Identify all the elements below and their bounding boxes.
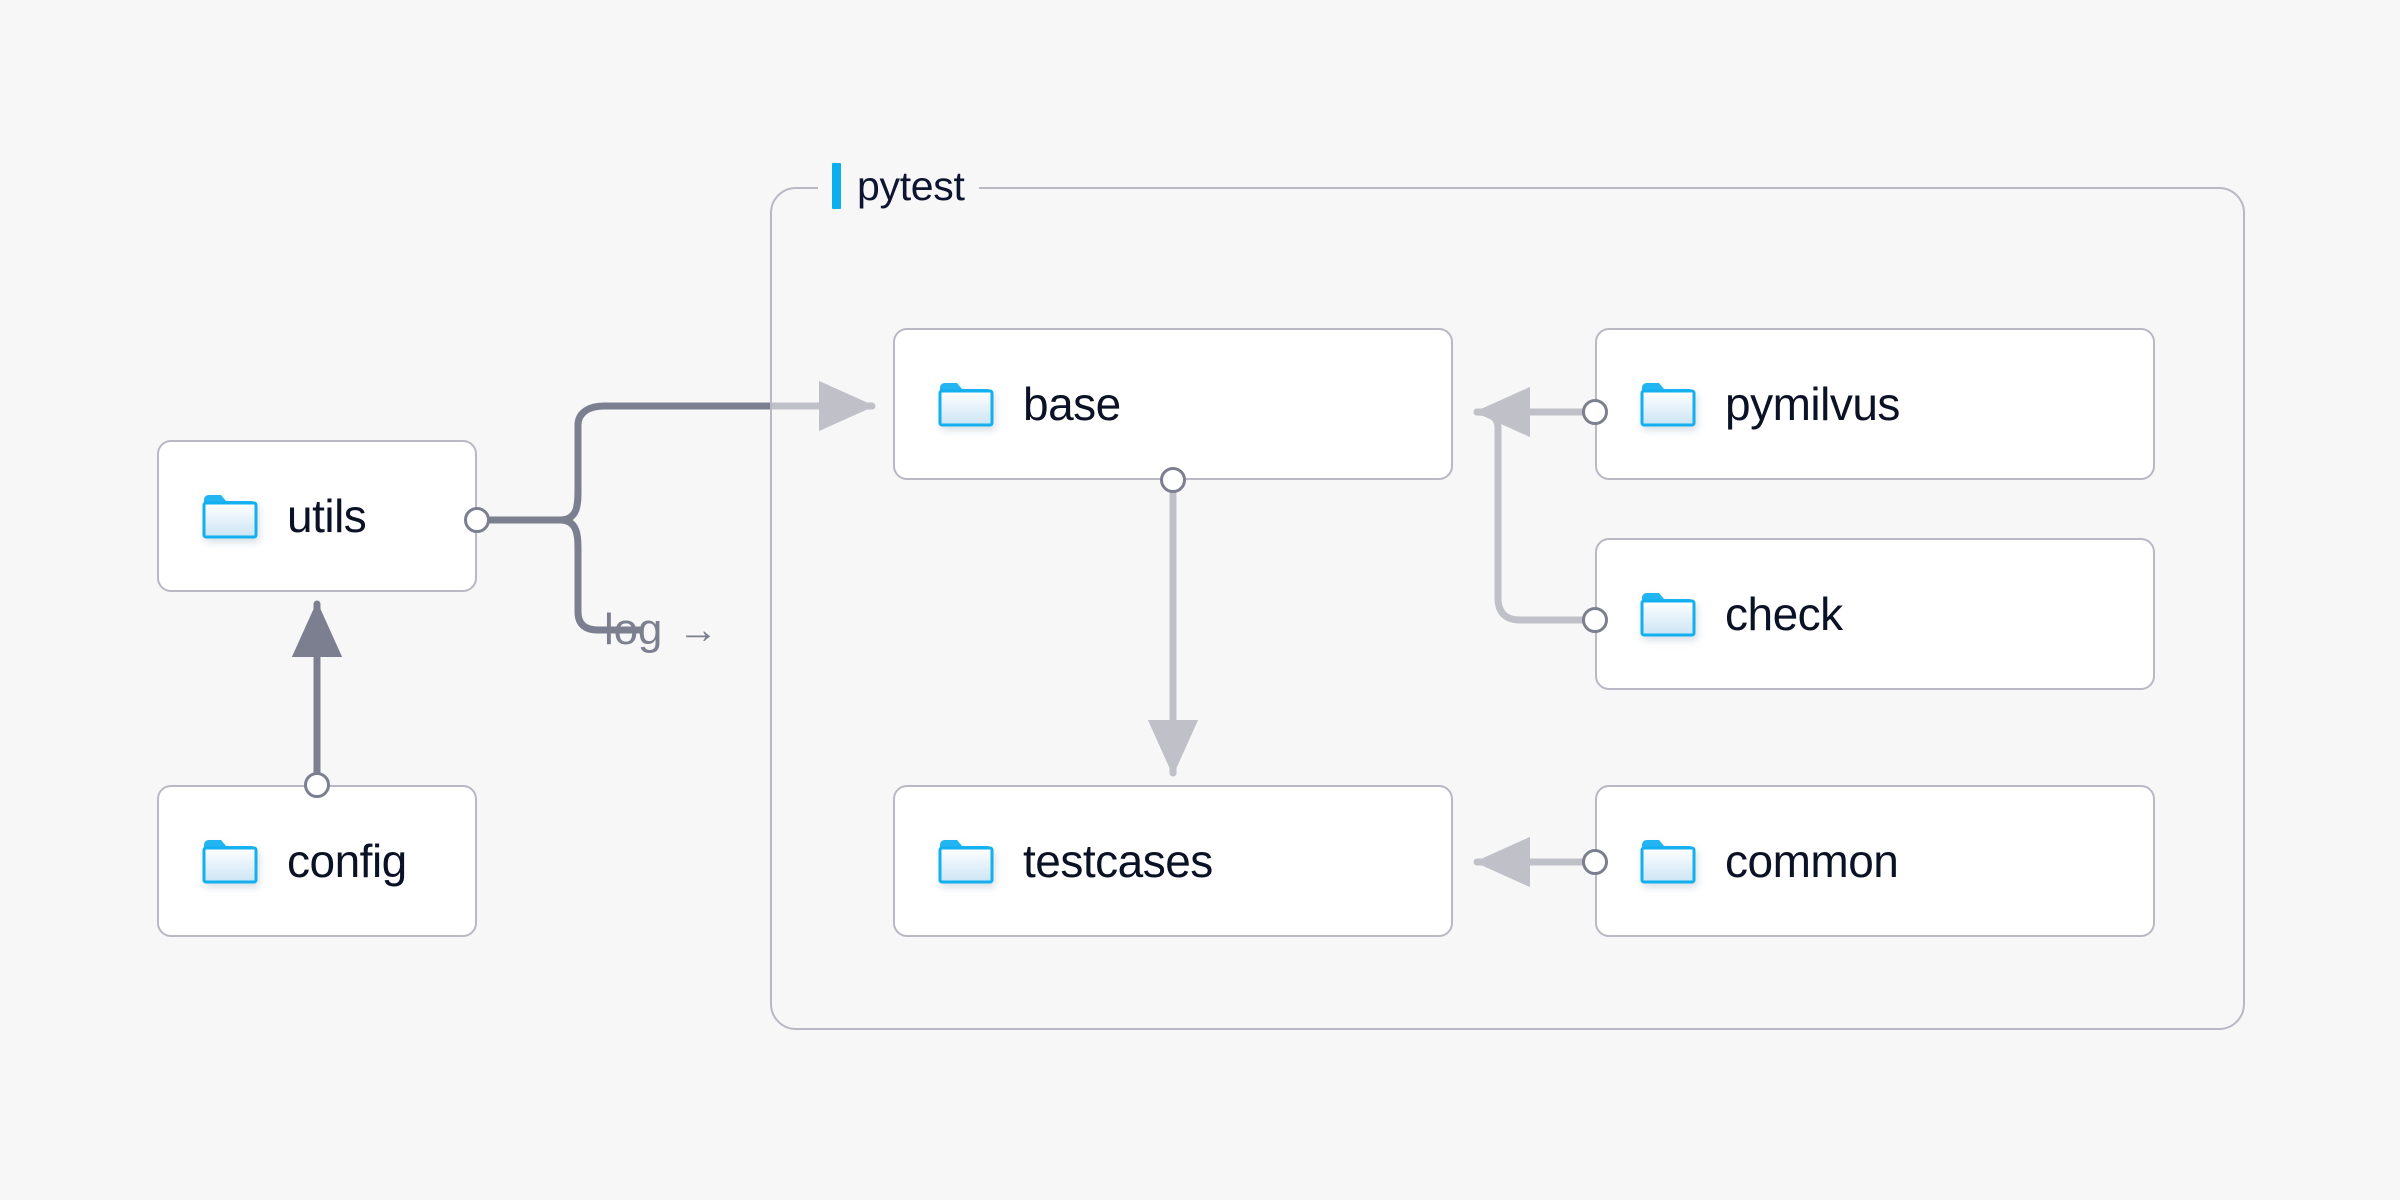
edge-label-log-text: log bbox=[604, 605, 663, 654]
node-label-testcases: testcases bbox=[1023, 835, 1213, 887]
folder-icon bbox=[937, 836, 995, 886]
folder-icon bbox=[201, 836, 259, 886]
arrow-right-icon: → bbox=[678, 608, 718, 652]
node-label-config: config bbox=[287, 835, 407, 887]
node-config[interactable]: config bbox=[157, 785, 477, 937]
node-label-common: common bbox=[1725, 835, 1899, 887]
folder-icon bbox=[937, 379, 995, 429]
node-label-utils: utils bbox=[287, 490, 367, 542]
node-label-pymilvus: pymilvus bbox=[1725, 378, 1900, 430]
folder-icon bbox=[1639, 836, 1697, 886]
port-config-top[interactable] bbox=[304, 772, 330, 798]
node-common[interactable]: common bbox=[1595, 785, 2155, 937]
node-label-base: base bbox=[1023, 378, 1121, 430]
node-check[interactable]: check bbox=[1595, 538, 2155, 690]
port-check-left[interactable] bbox=[1582, 607, 1608, 633]
port-common-left[interactable] bbox=[1582, 849, 1608, 875]
node-pymilvus[interactable]: pymilvus bbox=[1595, 328, 2155, 480]
group-accent-bar-icon bbox=[832, 163, 841, 209]
folder-icon bbox=[1639, 589, 1697, 639]
port-pymilvus-left[interactable] bbox=[1582, 399, 1608, 425]
folder-icon bbox=[201, 491, 259, 541]
node-label-check: check bbox=[1725, 588, 1843, 640]
node-base[interactable]: base bbox=[893, 328, 1453, 480]
group-label-pytest[interactable]: pytest bbox=[818, 163, 979, 209]
edge-label-log[interactable]: log → bbox=[604, 608, 718, 652]
node-utils[interactable]: utils bbox=[157, 440, 477, 592]
folder-icon bbox=[1639, 379, 1697, 429]
port-utils-right[interactable] bbox=[464, 507, 490, 533]
node-testcases[interactable]: testcases bbox=[893, 785, 1453, 937]
port-base-bottom[interactable] bbox=[1160, 467, 1186, 493]
group-label-text: pytest bbox=[857, 162, 965, 209]
